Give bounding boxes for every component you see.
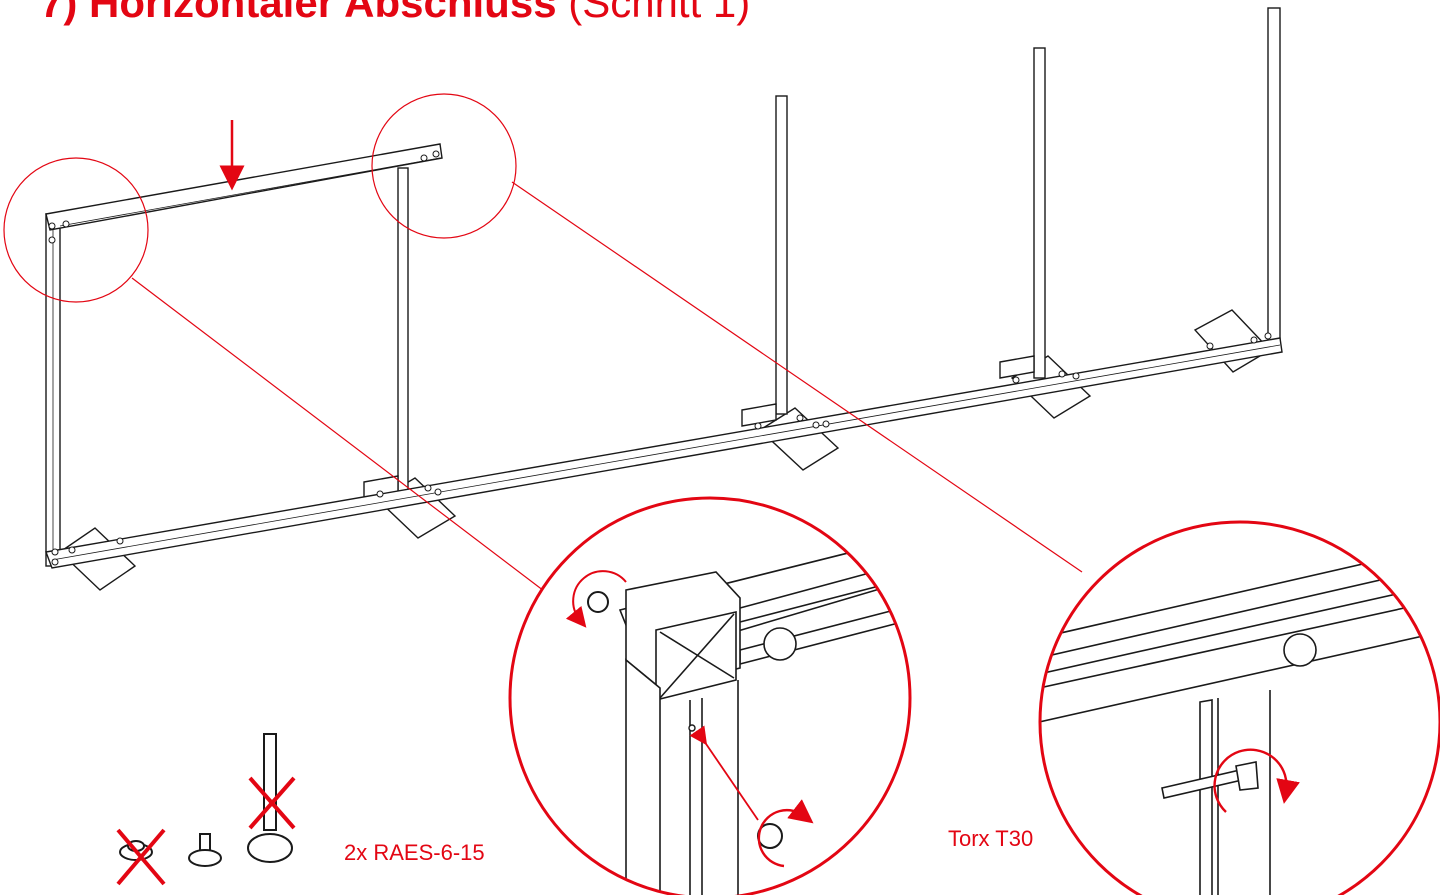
title-strong: 7) Horizontaler Abschluss — [40, 0, 557, 26]
callout-circle-left — [3, 157, 149, 303]
tool-label: Torx T30 — [948, 826, 1034, 851]
detail-left — [508, 496, 912, 895]
callout-circle-right — [371, 93, 517, 239]
short-leveling-screw-icon — [188, 833, 222, 867]
frame-mid-post-1 — [397, 167, 409, 493]
rotation-arrow-icon — [565, 570, 627, 628]
title-light: (Schritt 1) — [568, 0, 751, 26]
frame-mid-post-2 — [775, 95, 788, 415]
frame-screws — [48, 150, 1272, 566]
rotation-arrow-icon — [757, 799, 814, 868]
detail-right — [1038, 520, 1440, 895]
torx-key-icon — [1161, 761, 1259, 799]
screw-count-label: 2x RAES-6-15 — [344, 840, 485, 865]
screw-parts — [116, 733, 296, 886]
detail-callouts — [3, 93, 1083, 595]
frame-mid-post-3 — [1033, 47, 1046, 379]
frame-top-rail — [45, 143, 443, 231]
frame-mid-post-4 — [1267, 7, 1281, 349]
page-title: 7) Horizontaler Abschluss (Schritt 1) — [40, 0, 750, 28]
crossed-out-long-leveling-screw-icon — [247, 733, 296, 863]
rotation-arrow-icon — [1213, 748, 1300, 813]
crossed-out-leveling-foot-icon — [116, 828, 166, 886]
